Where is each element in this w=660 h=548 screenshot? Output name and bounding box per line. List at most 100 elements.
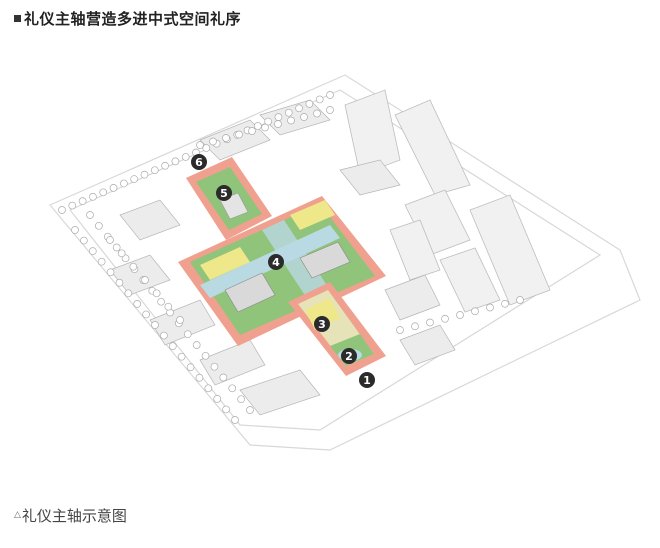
tree-icon [58,206,66,214]
tree-icon [106,236,114,244]
tree-icon [130,175,139,183]
tree-icon [186,363,195,372]
tree-icon [124,289,133,298]
svg-text:5: 5 [220,187,228,200]
tree-icon [195,373,204,382]
tree-icon [209,137,217,146]
tree-icon [97,257,106,266]
tree-icon [160,331,168,340]
tree-icon [115,278,124,287]
tree-icon [219,373,228,382]
tree-icon [151,321,159,329]
tree-icon [140,170,149,179]
marker-1: 1 [359,372,375,388]
tree-icon [248,127,256,135]
tree-icon [235,130,243,139]
tree-icon [121,254,130,263]
tree-icon [171,157,180,166]
marker-3: 3 [314,316,330,332]
tree-icon [133,300,142,308]
tree-icon [441,314,449,323]
tree-icon [161,161,169,170]
tree-icon [261,123,269,132]
tree-icon [109,184,118,192]
section-heading: 礼仪主轴营造多进中式空间礼序 [14,8,241,29]
tree-icon [264,117,273,126]
svg-text:3: 3 [318,318,326,331]
tree-icon [117,249,126,258]
tree-icon [284,108,293,117]
square-bullet-icon [14,15,21,22]
tree-icon [68,201,77,210]
figure-caption: △礼仪主轴示意图 [14,505,127,526]
tree-icon [89,192,97,201]
tree-icon [168,342,177,350]
tree-icon [326,91,334,99]
tree-icon [78,197,87,206]
tree-icon [456,311,464,319]
svg-text:1: 1 [363,374,371,387]
tree-icon [88,247,97,255]
tree-icon [112,243,121,252]
tree-icon [274,120,282,128]
tree-icon [181,153,190,161]
triangle-icon: △ [14,509,21,520]
tree-icon [99,188,108,197]
tree-icon [501,299,509,308]
tree-icon [119,179,128,188]
tree-icon [210,362,219,371]
tree-icon [253,122,262,130]
tree-icon [274,113,283,121]
tree-icon [315,95,324,104]
tree-icon [213,395,222,403]
svg-text:4: 4 [272,256,280,269]
tree-icon [300,113,308,121]
tree-icon [142,310,150,319]
tree-icon [183,330,192,339]
tree-icon [313,109,321,118]
tree-icon [246,406,254,414]
svg-text:2: 2 [345,350,353,363]
tree-icon [222,405,230,414]
tree-icon [516,296,524,304]
trees [58,91,524,424]
tree-icon [295,104,303,113]
tree-icon [237,395,245,404]
marker-4: 4 [268,254,284,270]
tree-icon [86,211,94,219]
tree-icon [129,262,138,271]
tree-icon [202,144,211,152]
tree-icon [396,326,404,334]
tree-icon [326,106,334,114]
tree-icon [222,134,230,142]
tree-icon [305,99,314,108]
tree-icon [141,276,149,284]
tree-icon [486,303,494,312]
svg-text:6: 6 [195,156,203,169]
tree-icon [106,268,115,277]
ceremonial-axis [178,157,386,376]
figure-caption-text: 礼仪主轴示意图 [21,507,127,525]
tree-icon [80,236,88,245]
tree-icon [95,221,103,230]
tree-icon [177,352,186,361]
tree-icon [71,226,79,234]
tree-icon [287,116,295,125]
tree-icon [164,302,173,311]
master-plan-diagram: 1 2 3 4 5 6 [49,74,641,451]
tree-icon [176,316,184,324]
tree-icon [411,322,419,331]
tree-icon [426,318,434,327]
tree-icon [157,297,165,306]
marker-6: 6 [191,154,207,170]
tree-icon [196,141,204,149]
tree-icon [231,416,239,424]
tree-icon [201,351,210,360]
tree-icon [150,166,159,175]
tree-icon [152,289,161,298]
tree-icon [192,341,201,349]
section-heading-text: 礼仪主轴营造多进中式空间礼序 [24,10,242,28]
tree-icon [228,384,237,393]
tree-icon [204,384,213,393]
tree-icon [471,307,479,316]
